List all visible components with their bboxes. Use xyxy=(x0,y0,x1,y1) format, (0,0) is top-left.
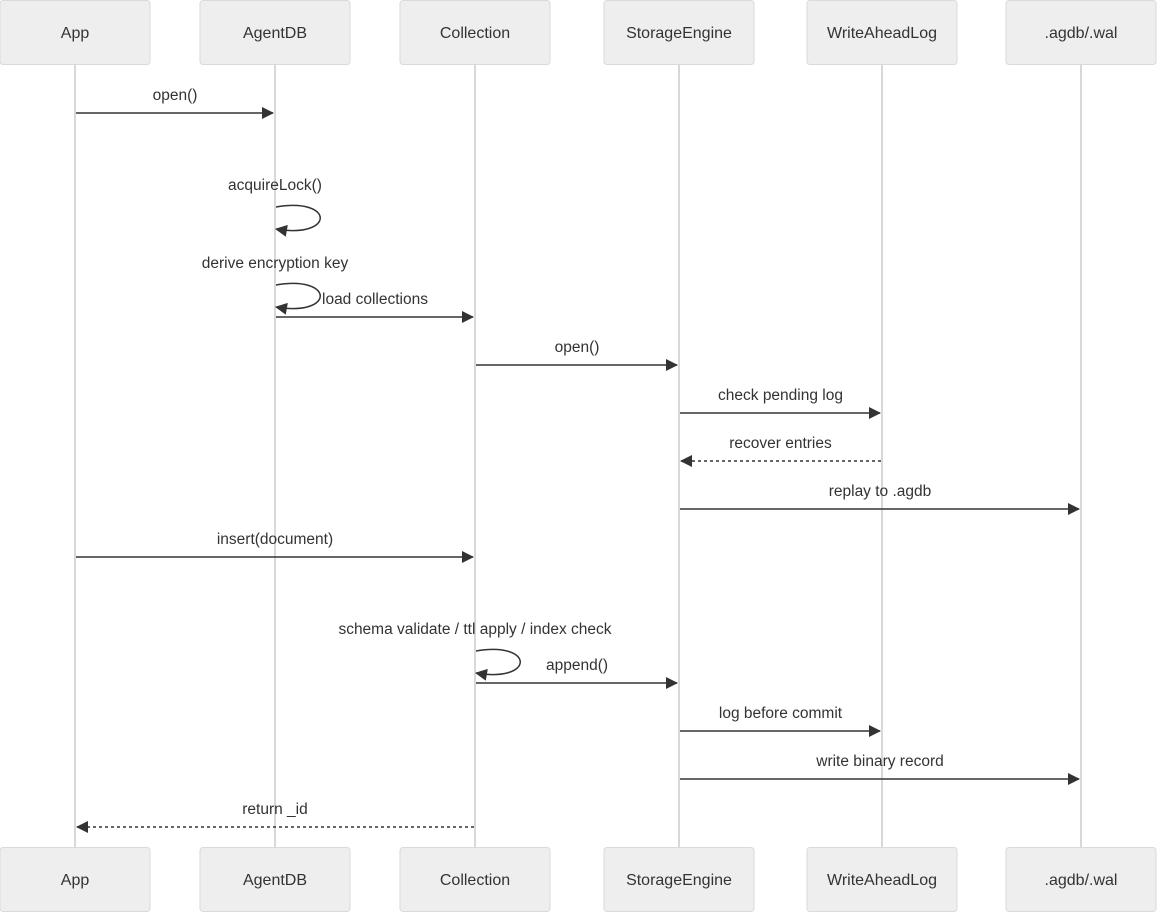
message-label: append() xyxy=(546,657,608,674)
actor-bottom-writeaheadlog: WriteAheadLog xyxy=(806,847,958,912)
message-derive-encryption-key: derive encryption key xyxy=(202,255,349,315)
actor-label: Collection xyxy=(440,25,510,42)
message-replay-to-agdb: replay to .agdb xyxy=(680,483,1080,515)
message-append: append() xyxy=(476,657,678,689)
actor-label: Collection xyxy=(440,872,510,889)
message-recover-entries: recover entries xyxy=(680,435,881,467)
message-label: derive encryption key xyxy=(202,255,349,272)
message-check-pending-log: check pending log xyxy=(680,387,881,419)
message-label: acquireLock() xyxy=(228,177,322,194)
message-return-id: return _id xyxy=(76,801,474,833)
actor-label: StorageEngine xyxy=(626,872,732,889)
message-label: write binary record xyxy=(815,753,944,770)
message-load-collections: load collections xyxy=(276,291,474,323)
message-write-binary-record: write binary record xyxy=(680,753,1080,785)
actor-bottom-agentdb: AgentDB xyxy=(199,847,351,912)
actor-box xyxy=(603,0,755,65)
actor-label: .agdb/.wal xyxy=(1045,872,1118,889)
message-label: replay to .agdb xyxy=(829,483,932,500)
message-label: check pending log xyxy=(718,387,843,404)
actor-label: AgentDB xyxy=(243,872,307,889)
actor-label: WriteAheadLog xyxy=(827,25,937,42)
actor-label: .agdb/.wal xyxy=(1045,25,1118,42)
self-message-arrow xyxy=(275,204,321,237)
actor-bottom-storageengine: StorageEngine xyxy=(603,847,755,912)
actor-top-app: App xyxy=(0,0,151,65)
message-label: log before commit xyxy=(719,705,843,722)
message-label: open() xyxy=(153,87,198,104)
actor-label: App xyxy=(61,872,90,889)
actor-top-agentdb: AgentDB xyxy=(199,0,351,65)
actor-bottom-collection: Collection xyxy=(399,847,551,912)
message-schema-validate-ttl-apply-index-check: schema validate / ttl apply / index chec… xyxy=(338,621,612,681)
actor-box xyxy=(0,0,151,65)
actor-label: App xyxy=(61,25,90,42)
message-label: recover entries xyxy=(729,435,832,452)
actors-top: App AgentDB Collection StorageEngine WriteAh… xyxy=(0,0,1157,65)
message-label: return _id xyxy=(242,801,307,818)
message-label: load collections xyxy=(322,291,428,308)
message-label: open() xyxy=(555,339,600,356)
actor-bottom-agdb-wal: .agdb/.wal xyxy=(1005,847,1157,912)
message-acquirelock: acquireLock() xyxy=(228,177,322,237)
actor-top-collection: Collection xyxy=(399,0,551,65)
lifelines xyxy=(74,65,1082,847)
actor-label: StorageEngine xyxy=(626,25,732,42)
actors-bottom: App AgentDB Collection StorageEngine WriteAh… xyxy=(0,847,1157,912)
message-label: insert(document) xyxy=(217,531,333,548)
actor-bottom-app: App xyxy=(0,847,151,912)
messages: open() acquireLock() derive encryption key… xyxy=(76,87,1080,833)
message-open: open() xyxy=(76,87,274,119)
message-log-before-commit: log before commit xyxy=(680,705,881,737)
message-insert-document: insert(document) xyxy=(76,531,474,563)
actor-box xyxy=(806,0,958,65)
self-message-arrow xyxy=(275,282,321,315)
actor-label: AgentDB xyxy=(243,25,307,42)
actor-top-agdb-wal: .agdb/.wal xyxy=(1005,0,1157,65)
actor-box xyxy=(399,0,551,65)
actor-box xyxy=(199,0,351,65)
message-label: schema validate / ttl apply / index chec… xyxy=(338,621,611,638)
actor-top-writeaheadlog: WriteAheadLog xyxy=(806,0,958,65)
self-message-arrow xyxy=(475,648,521,681)
message-open: open() xyxy=(476,339,678,371)
actor-top-storageengine: StorageEngine xyxy=(603,0,755,65)
actor-label: WriteAheadLog xyxy=(827,872,937,889)
actor-box xyxy=(1005,0,1157,65)
